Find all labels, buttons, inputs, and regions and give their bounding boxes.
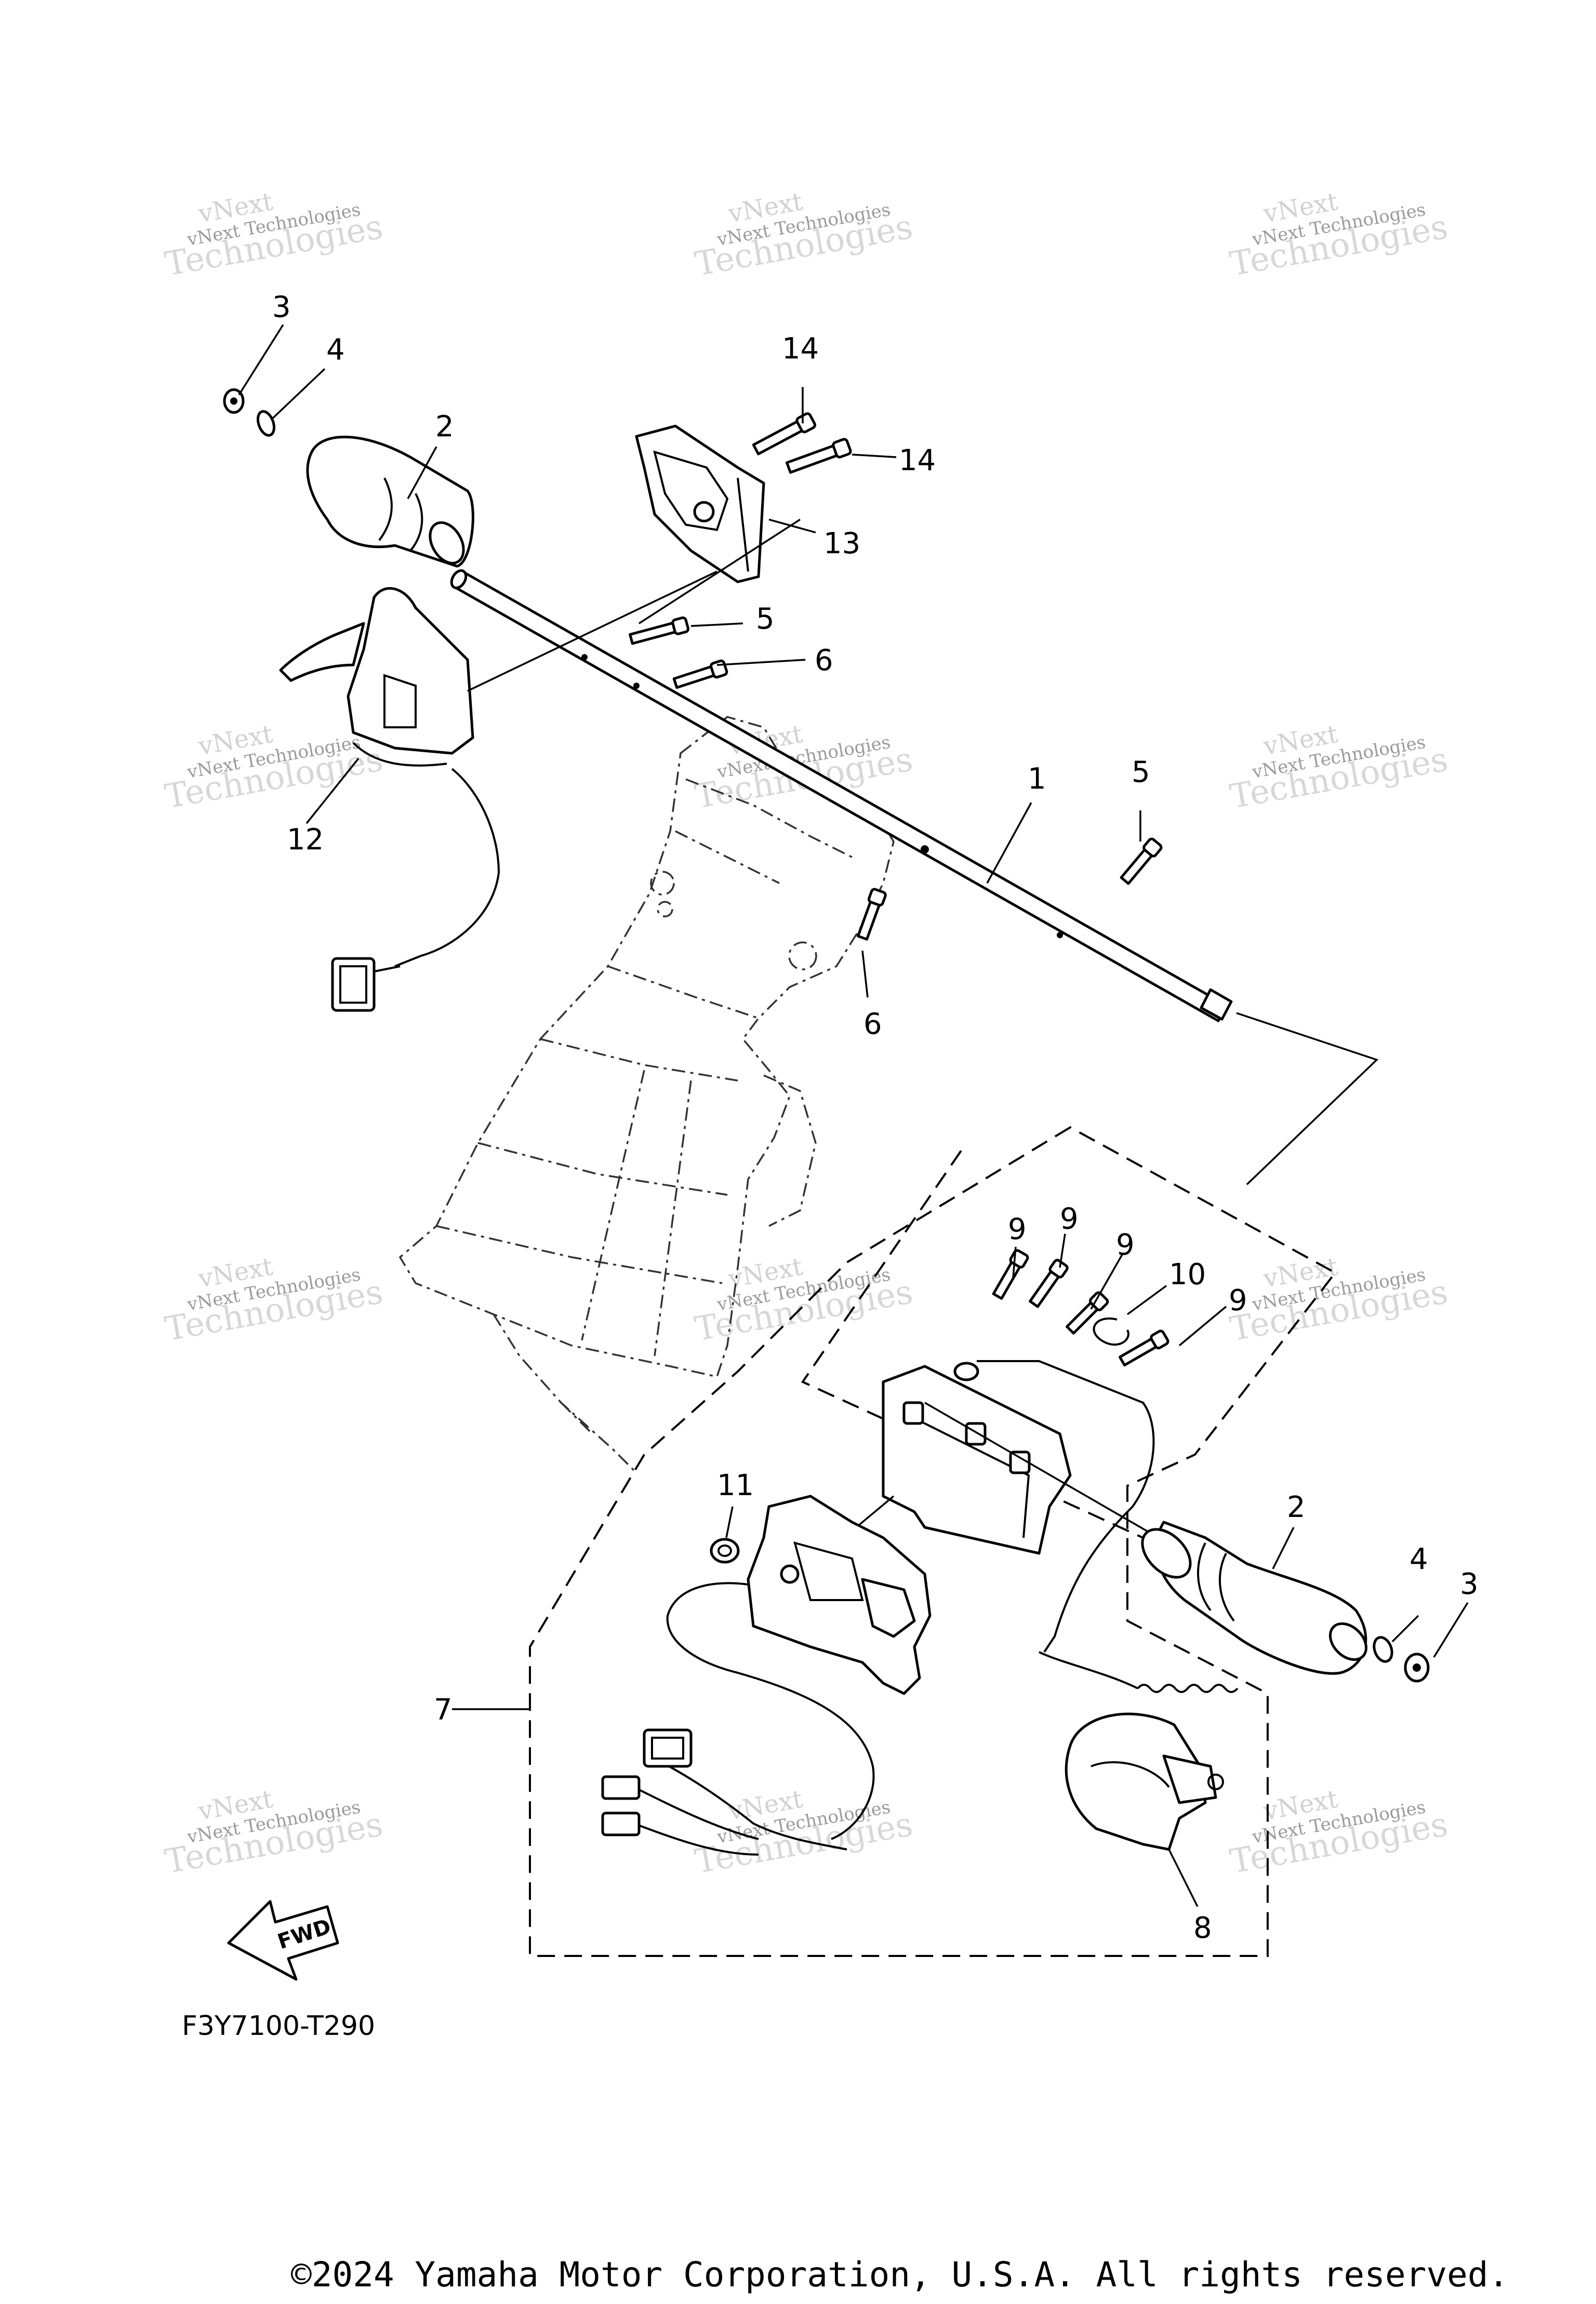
drawing-code: F3Y7100-T290 <box>182 2010 376 2042</box>
callout-2: 2 <box>435 410 454 444</box>
callout-13: 13 <box>823 527 860 561</box>
callout-12: 12 <box>287 823 324 857</box>
steering-column-outline <box>398 716 895 1471</box>
left-bar-end-cap <box>223 388 245 414</box>
callout-1: 1 <box>1028 762 1046 796</box>
callout-9: 9 <box>1008 1213 1027 1246</box>
callout-leaders <box>238 324 1469 1907</box>
nut <box>710 1538 740 1564</box>
left-grip <box>306 435 474 568</box>
callout-6: 6 <box>863 1007 882 1041</box>
fwd-arrow-icon: FWD <box>227 1900 339 1981</box>
callout-14: 14 <box>782 332 819 366</box>
callouts: 1 2 2 3 3 4 4 5 5 6 6 7 8 9 9 9 9 10 11 … <box>272 290 1479 1945</box>
callout-6: 6 <box>815 644 833 677</box>
callout-3: 3 <box>272 290 291 324</box>
assembly-screws <box>992 1249 1169 1367</box>
handlebar <box>450 569 1379 1186</box>
switch-assembly-boundary <box>529 1126 1337 1957</box>
callout-9: 9 <box>1060 1202 1079 1236</box>
callout-3: 3 <box>1460 1567 1479 1601</box>
right-grip <box>1141 1521 1368 1675</box>
callout-2: 2 <box>1287 1490 1306 1524</box>
start-lever-cover <box>666 1495 932 1840</box>
throttle-lever-assembly <box>279 587 500 1012</box>
right-washer <box>1373 1636 1393 1663</box>
switch-housing <box>635 424 765 583</box>
lanyard <box>1039 1651 1239 1851</box>
callout-11: 11 <box>717 1469 754 1502</box>
wiring-harness <box>601 1728 847 1856</box>
callout-9: 9 <box>1229 1284 1247 1317</box>
switch-body <box>768 1360 1159 1653</box>
callout-5: 5 <box>756 602 775 636</box>
callout-7: 7 <box>434 1693 453 1727</box>
callout-4: 4 <box>326 333 345 367</box>
callout-9: 9 <box>1116 1228 1135 1262</box>
copyright-notice: ©2024 Yamaha Motor Corporation, U.S.A. A… <box>291 2255 1509 2295</box>
callout-10: 10 <box>1169 1258 1206 1291</box>
callout-4: 4 <box>1409 1542 1428 1576</box>
right-bar-end-cap <box>1404 1653 1430 1683</box>
callout-5: 5 <box>1132 755 1150 789</box>
left-washer <box>256 410 276 437</box>
callout-8: 8 <box>1193 1911 1212 1945</box>
callout-14: 14 <box>899 444 936 477</box>
